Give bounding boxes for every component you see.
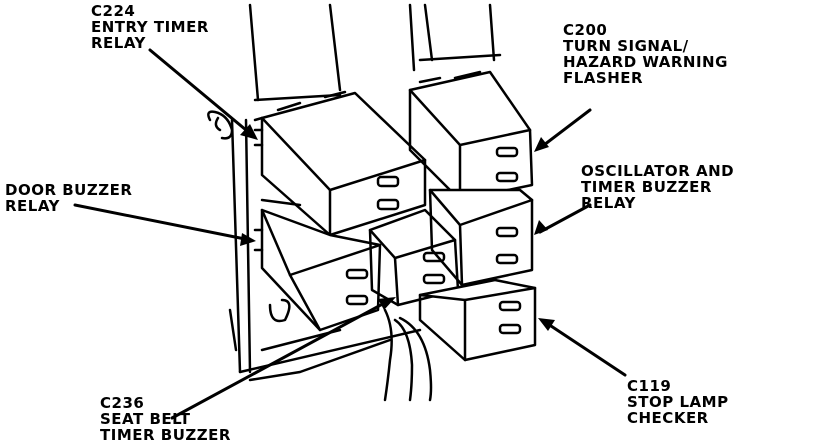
callout-line: C224: [91, 2, 136, 20]
leader-lines: [73, 48, 627, 420]
door-buzzer-relay: [253, 198, 382, 332]
callout-line: OSCILLATOR AND: [581, 162, 735, 180]
callout-door-buzzer-relay: DOOR BUZZER RELAY: [5, 183, 132, 215]
callout-line: ENTRY TIMER: [91, 18, 209, 36]
entry-timer-relay: [253, 90, 427, 237]
callout-c224-entry-timer-relay: C224 ENTRY TIMER RELAY: [91, 4, 209, 52]
callout-line: SEAT BELT: [100, 410, 191, 428]
callout-line: CHECKER: [627, 409, 709, 427]
callout-line: FLASHER: [563, 69, 644, 87]
callout-c119-stop-lamp-checker: C119 STOP LAMP CHECKER: [627, 379, 729, 427]
callout-line: TIMER BUZZER: [100, 426, 231, 444]
callout-line: C119: [627, 377, 672, 395]
turn-signal-flasher: [408, 70, 534, 202]
stop-lamp-checker: [418, 278, 537, 362]
callout-line: HAZARD WARNING: [563, 53, 728, 71]
callout-line: TURN SIGNAL/: [563, 37, 689, 55]
callout-line: TIMER BUZZER: [581, 178, 712, 196]
callout-line: DOOR BUZZER: [5, 181, 133, 199]
callout-line: C200: [563, 21, 608, 39]
callout-oscillator-timer-buzzer-relay: OSCILLATOR AND TIMER BUZZER RELAY: [581, 164, 734, 212]
callout-line: C236: [100, 394, 145, 412]
callout-line: RELAY: [5, 197, 60, 215]
callout-line: RELAY: [581, 194, 636, 212]
callout-c236-seat-belt-timer-buzzer: C236 SEAT BELT TIMER BUZZER: [100, 396, 231, 444]
callout-line: STOP LAMP: [627, 393, 729, 411]
wire-harness: [383, 308, 433, 402]
arrowheads: [240, 124, 555, 331]
oscillator-timer-relay: [428, 188, 534, 287]
callout-line: RELAY: [91, 34, 146, 52]
callout-c200-turn-signal-flasher: C200 TURN SIGNAL/ HAZARD WARNING FLASHER: [563, 23, 728, 87]
